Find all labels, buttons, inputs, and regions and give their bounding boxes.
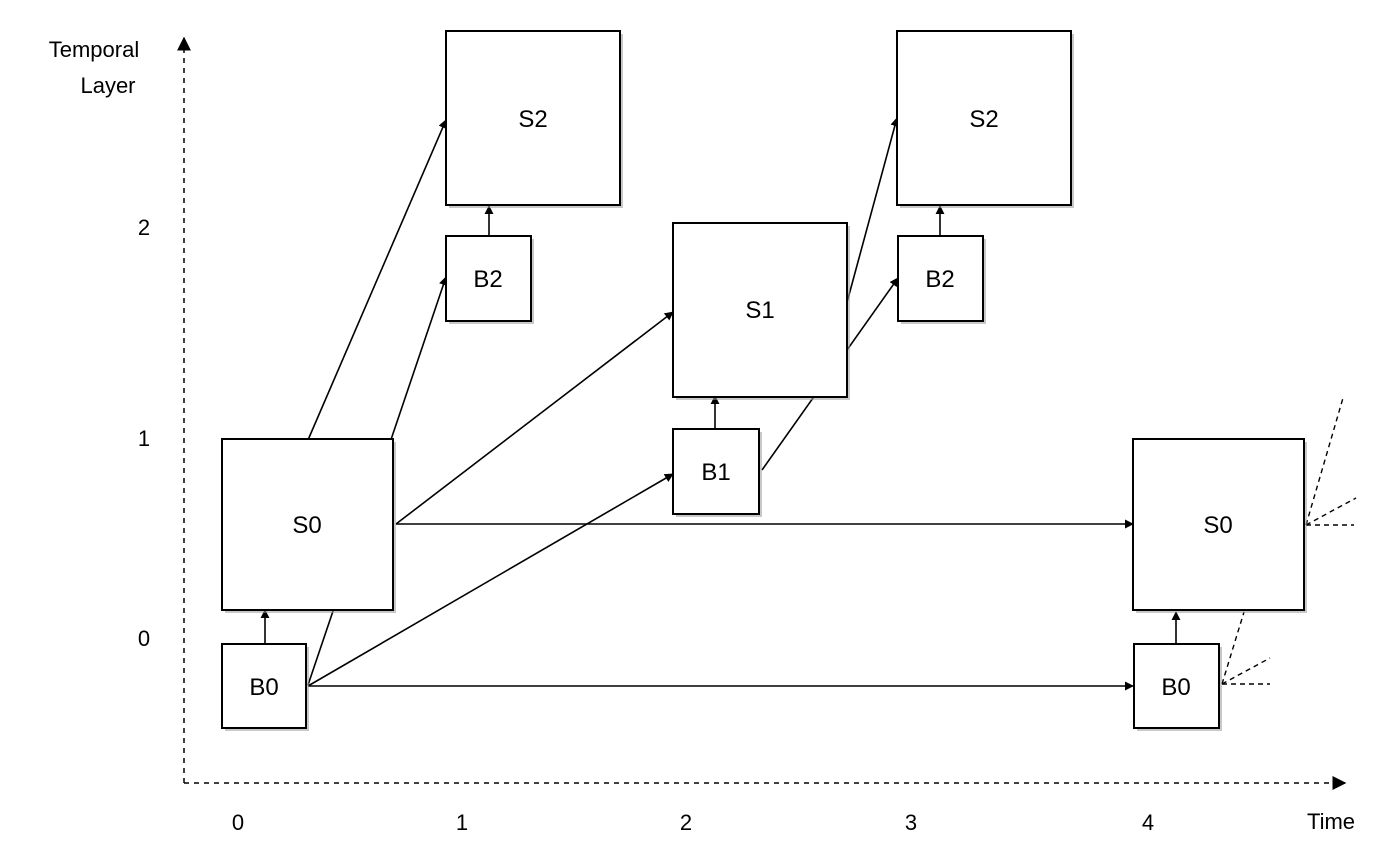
frame-label: B2: [925, 266, 954, 293]
y-tick-label: 0: [138, 626, 150, 651]
frame-label: S1: [745, 297, 774, 324]
y-tick-label: 1: [138, 426, 150, 451]
edge-s0-s2: [307, 119, 447, 441]
frame-s1-t2: S1: [672, 222, 850, 400]
edges: [260, 117, 1181, 691]
x-tick-label: 4: [1142, 810, 1154, 835]
frame-label: S0: [1203, 512, 1232, 539]
frame-s2-t3: S2: [896, 30, 1074, 208]
x-tick-label: 2: [680, 810, 692, 835]
frame-b1-t2: B1: [672, 428, 762, 517]
edge-b0-b1: [307, 473, 674, 687]
y-axis-title-line1: Temporal: [49, 37, 139, 62]
frame-b2-t1: B2: [445, 235, 534, 324]
x-axis-title: Time: [1307, 809, 1355, 834]
frame-b0-t0: B0: [221, 643, 309, 731]
edge-s0-s1: [395, 311, 674, 525]
frame-label: B2: [473, 266, 502, 293]
frame-label: B0: [249, 674, 278, 701]
frame-label: S2: [518, 106, 547, 133]
y-tick-label: 2: [138, 215, 150, 240]
frame-label: B0: [1161, 674, 1190, 701]
frame-b2-t3: B2: [897, 235, 986, 324]
frame-label: B1: [701, 459, 730, 486]
frame-s2-t1: S2: [445, 30, 623, 208]
edge-s1-s2: [845, 117, 900, 307]
frame-s0-t4: S0: [1132, 438, 1307, 613]
y-axis-title-line2: Layer: [80, 73, 135, 98]
frame-label: S0: [292, 512, 321, 539]
frame-b0-t4: B0: [1133, 643, 1222, 731]
frame-label: S2: [969, 106, 998, 133]
x-tick-label: 1: [456, 810, 468, 835]
x-tick-label: 0: [232, 810, 244, 835]
x-tick-label: 3: [905, 810, 917, 835]
continuation-lines: [1221, 397, 1357, 685]
frame-s0-t0: S0: [221, 438, 396, 613]
